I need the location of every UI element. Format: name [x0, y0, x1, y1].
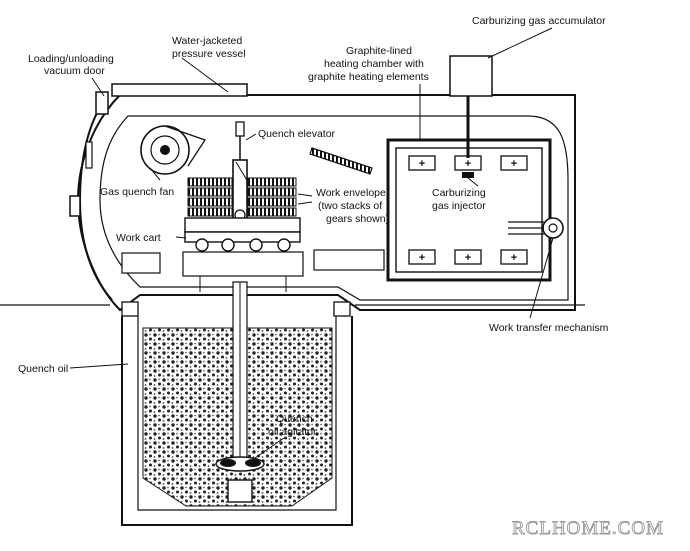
graphite-elements: + + + + + +: [408, 155, 528, 265]
water-jacket-top: [111, 83, 248, 97]
heating-element: [408, 155, 436, 171]
transfer-ramp: [309, 147, 373, 175]
quench-oil-agitator: [215, 281, 265, 503]
rail-left: [121, 252, 161, 274]
quench-elevator: [232, 121, 248, 223]
heating-element-mark: +: [419, 158, 425, 170]
heating-element: [408, 249, 436, 265]
label-carburizing-gas-accumulator: Carburizing gas accumulator: [472, 15, 606, 27]
label-loading-door-line1: Loading/unloading: [28, 53, 114, 65]
label-heating-chamber-line2: heating chamber with: [324, 58, 424, 70]
quench-tank: [121, 301, 353, 526]
label-work-envelope-line3: gears shown): [326, 213, 389, 225]
heating-element: [500, 249, 528, 265]
watermark: RCLHOME.COM: [512, 518, 664, 539]
door-latch: [69, 195, 81, 217]
heating-element: [454, 249, 482, 265]
door-handle: [85, 141, 93, 169]
heating-element-mark: +: [465, 158, 471, 170]
label-gas-quench-fan: Gas quench fan: [100, 186, 174, 198]
leader-lines: [69, 27, 553, 459]
label-heating-chamber-line1: Graphite-lined: [346, 45, 412, 57]
label-work-envelope-line1: Work envelope: [316, 187, 386, 199]
gas-quench-fan: [140, 125, 206, 175]
pressure-vessel-inner: [99, 115, 569, 301]
label-quench-elevator: Quench elevator: [258, 128, 336, 140]
label-pressure-vessel-line2: pressure vessel: [172, 48, 246, 60]
work-envelope: [184, 177, 301, 233]
label-heating-chamber-line3: graphite heating elements: [308, 71, 429, 83]
label-work-transfer-mechanism: Work transfer mechanism: [489, 322, 609, 334]
rail-right: [313, 249, 385, 271]
carburizing-gas-accumulator: [449, 55, 493, 178]
label-agitator-line1: Quench: [276, 413, 313, 425]
labels: Carburizing gas accumulator Loading/unlo…: [18, 15, 609, 438]
label-work-cart: Work cart: [116, 232, 161, 244]
door-hinge: [95, 91, 109, 115]
label-work-envelope-line2: (two stacks of: [318, 200, 382, 212]
label-loading-door-line2: vacuum door: [44, 65, 105, 77]
work-transfer-mechanism: [508, 217, 564, 319]
heating-element: [500, 155, 528, 171]
heating-element-mark: +: [511, 158, 517, 170]
heating-element-mark: +: [511, 252, 517, 264]
label-carburizing-injector-line1: Carburizing: [432, 187, 486, 199]
work-cart: [182, 231, 304, 292]
heating-element-mark: +: [419, 252, 425, 264]
label-quench-oil: Quench oil: [18, 363, 68, 375]
label-agitator-line2: oil agitator: [268, 426, 317, 438]
label-pressure-vessel-line1: Water-jacketed: [172, 35, 242, 47]
label-carburizing-injector-line2: gas injector: [432, 200, 486, 212]
heating-element-mark: +: [465, 252, 471, 264]
